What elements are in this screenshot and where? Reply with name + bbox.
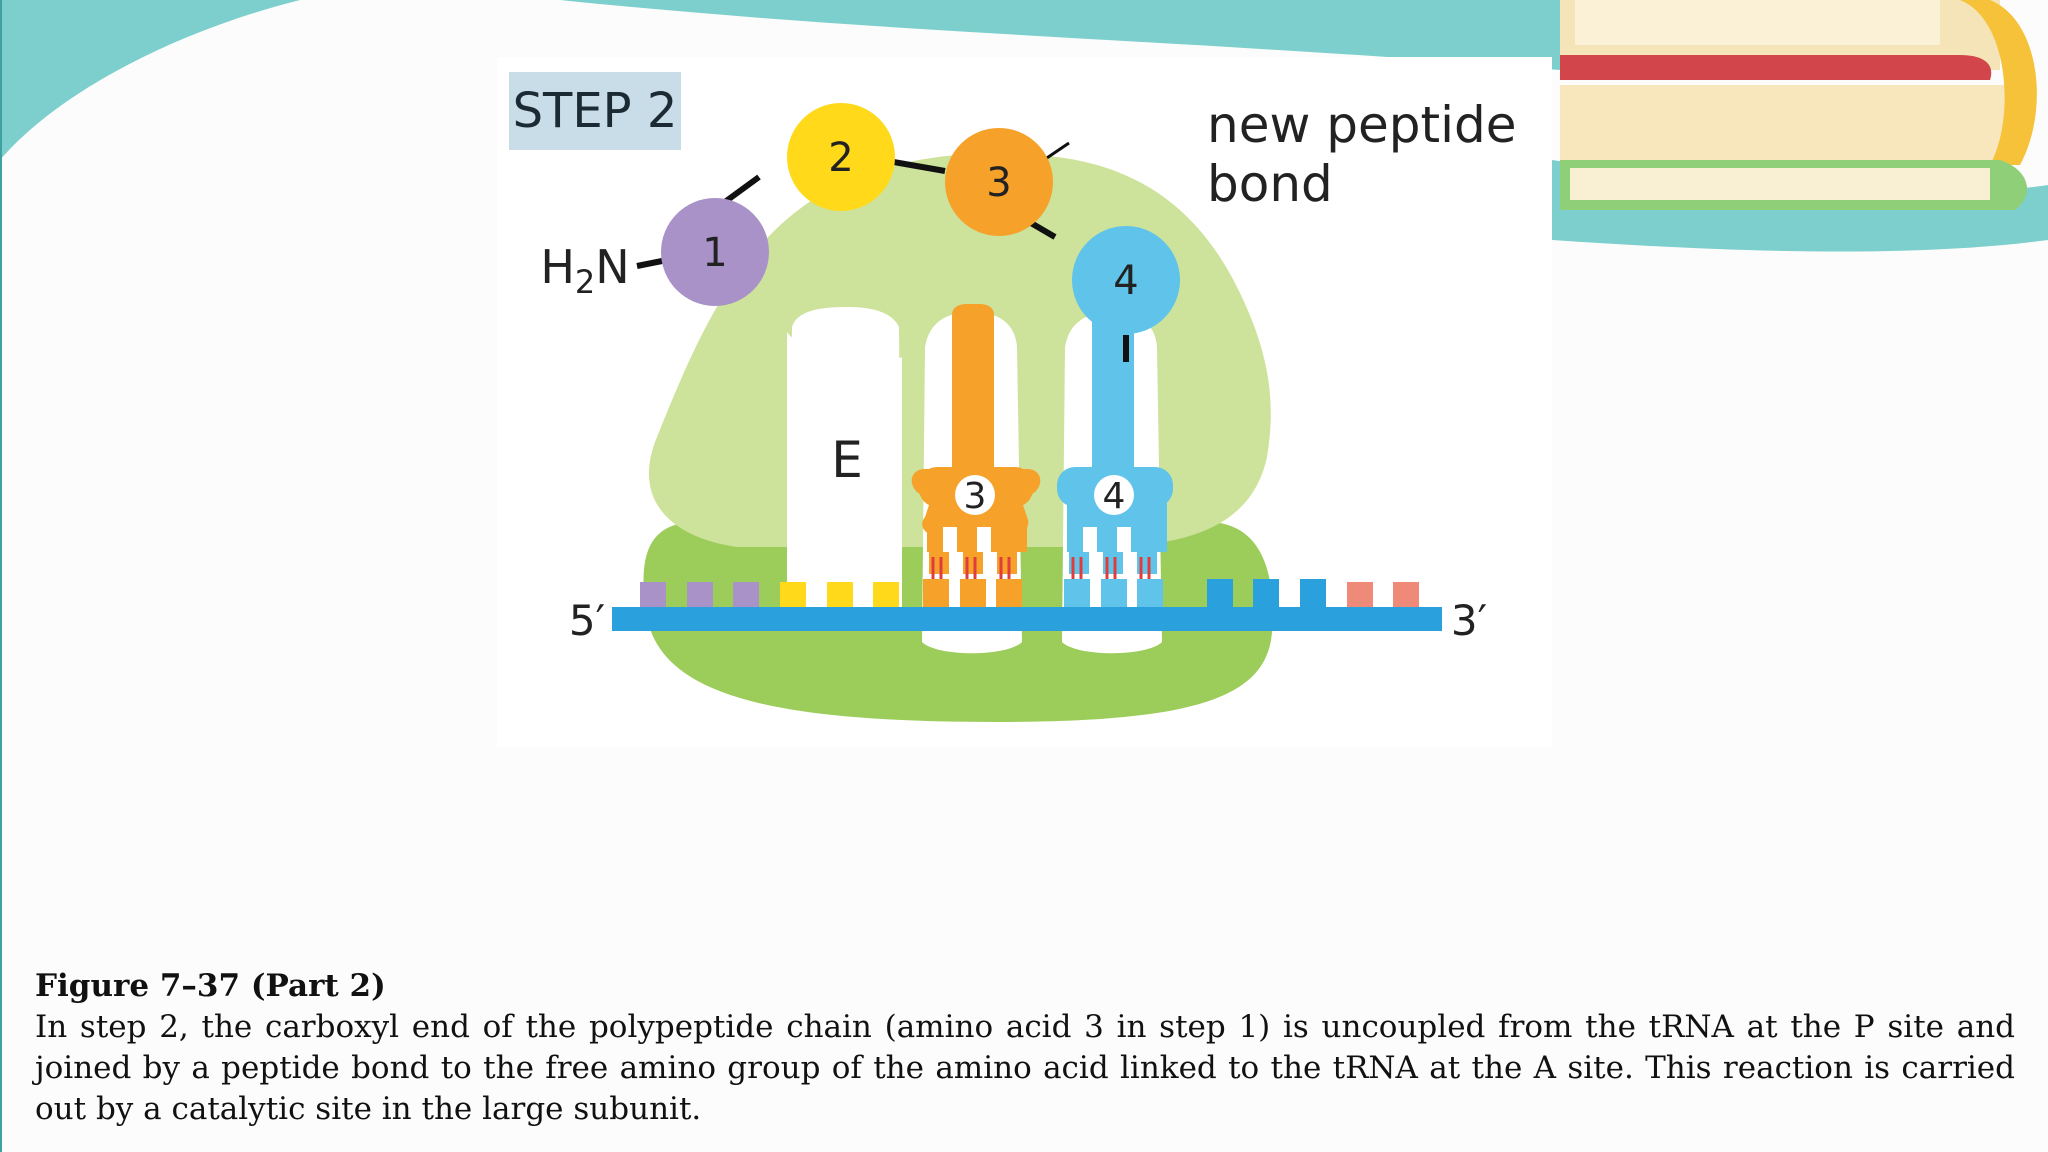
- trna-a-label: 4: [1103, 476, 1126, 517]
- teal-swoosh-top: [560, 0, 1560, 70]
- caption-title: Figure 7–37 (Part 2): [35, 968, 386, 1004]
- mrna-backbone: [612, 607, 1442, 631]
- amino-acid-3-label: 3: [986, 160, 1011, 206]
- e-site-label: E: [831, 431, 863, 489]
- base-pair-lines: [931, 557, 1151, 579]
- amino-acid-1-label: 1: [702, 230, 727, 276]
- figure-caption: Figure 7–37 (Part 2) In step 2, the carb…: [35, 966, 2015, 1130]
- bond-label-line2: bond: [1207, 155, 1333, 213]
- n-terminus-label: H2N: [540, 240, 629, 301]
- amino-acid-4-label: 4: [1113, 258, 1138, 304]
- translation-step2-diagram: E 3 4: [509, 72, 1516, 722]
- trna-p-site: 3: [911, 304, 1041, 574]
- trna-a-site: 4: [1057, 304, 1173, 574]
- step-label-box: [509, 72, 681, 150]
- mrna-3-prime-label: 3′: [1451, 596, 1487, 645]
- amino-acid-4: [1072, 226, 1180, 334]
- books-illustration: [1560, 0, 2037, 210]
- amino-acid-1: [661, 198, 769, 306]
- amino-acid-2-label: 2: [828, 135, 853, 181]
- caption-text: In step 2, the carboxyl end of the polyp…: [35, 1009, 2015, 1127]
- amino-acid-2: [787, 103, 895, 211]
- step-label: STEP 2: [513, 83, 678, 139]
- amino-acid-3: [945, 128, 1053, 236]
- mrna-bases: [640, 579, 1419, 607]
- trna-p-label: 3: [964, 476, 987, 517]
- teal-swoosh-left: [0, 0, 300, 160]
- bond-label-line1: new peptide: [1207, 96, 1516, 154]
- mrna-5-prime-label: 5′: [569, 596, 605, 645]
- figure-panel: E 3 4: [497, 57, 1552, 747]
